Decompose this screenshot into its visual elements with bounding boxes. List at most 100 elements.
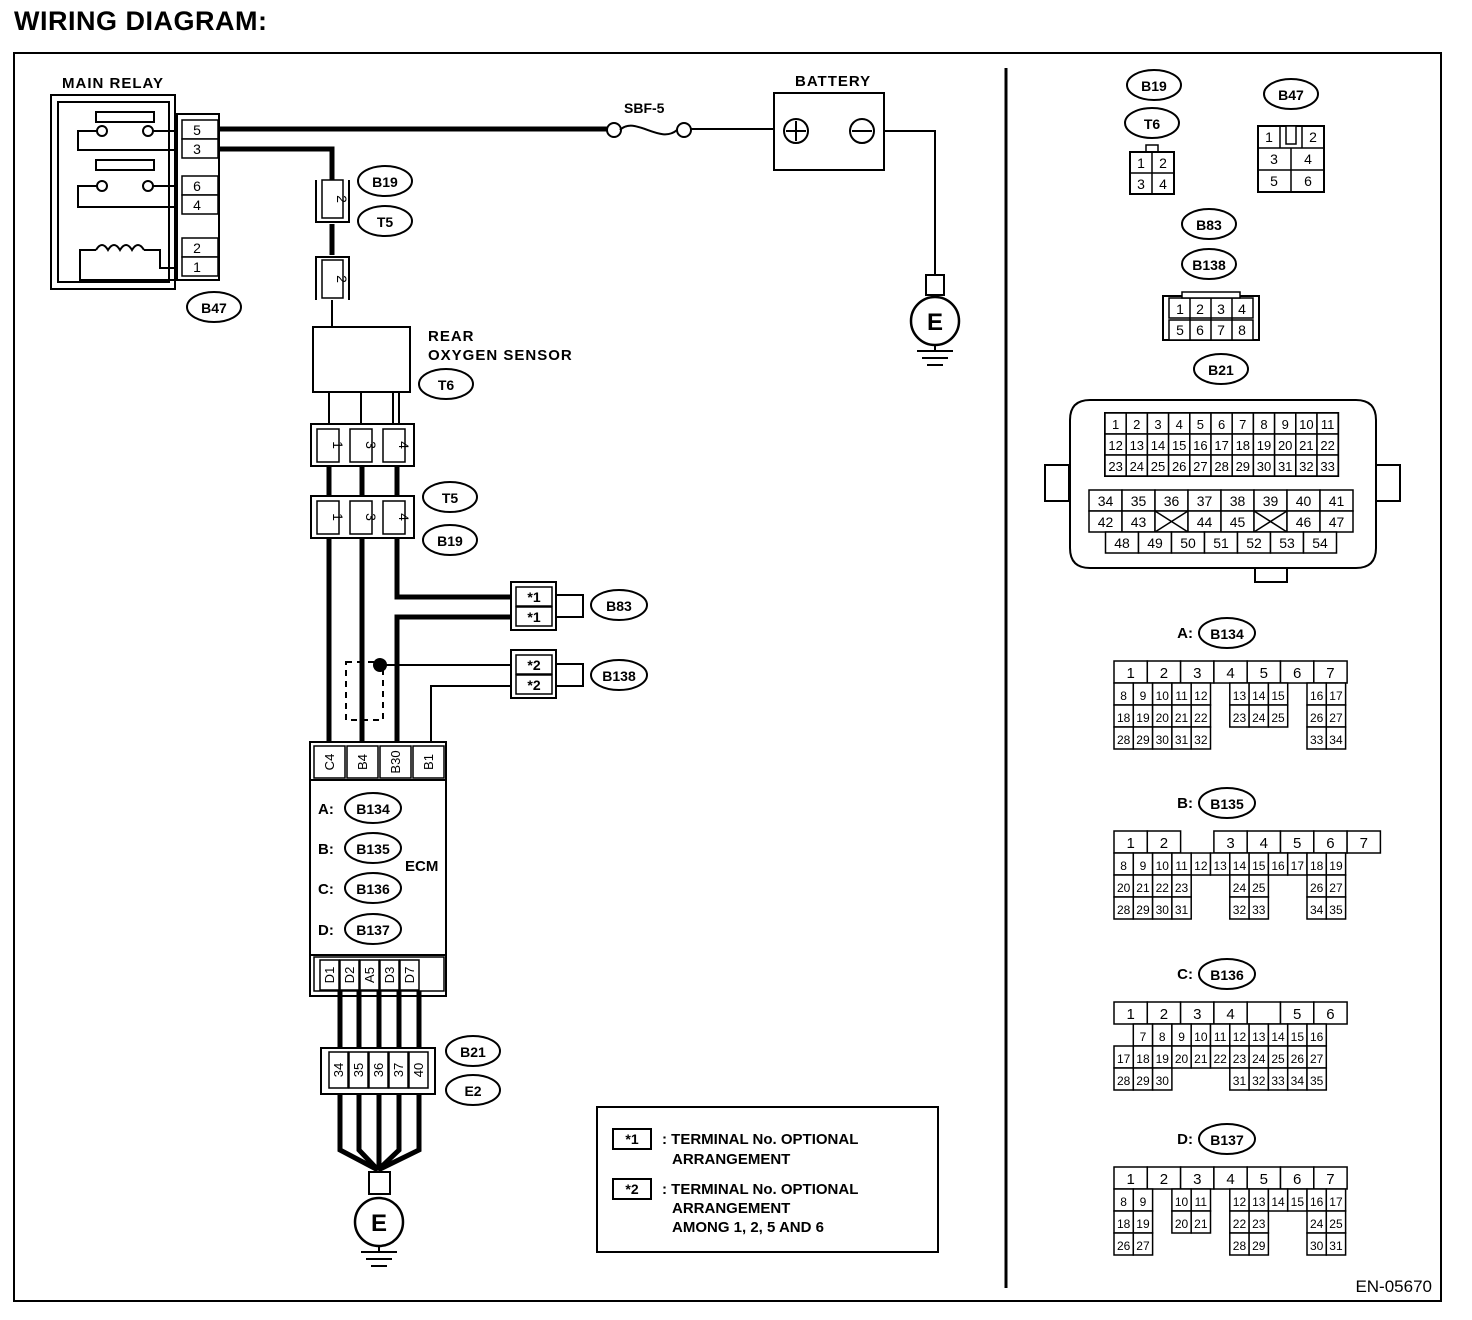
b21-pin: 12 xyxy=(1108,438,1122,453)
b137-cell xyxy=(1248,1232,1270,1256)
b21-pin: 35 xyxy=(1131,493,1147,509)
b135-pin: 30 xyxy=(1156,903,1170,917)
b136-pin: 27 xyxy=(1310,1052,1324,1066)
b135-pin: 5 xyxy=(1293,835,1301,852)
t5-b19-terminal: 3 xyxy=(363,513,379,521)
b137-pin: 18 xyxy=(1117,1217,1131,1231)
b21-pin: 21 xyxy=(1299,438,1313,453)
b21-pin: 27 xyxy=(1193,459,1207,474)
b134-pin: 9 xyxy=(1140,689,1147,703)
b135-pin: 23 xyxy=(1175,881,1189,895)
b21-pin: 9 xyxy=(1282,417,1289,432)
b134-pin: 11 xyxy=(1175,689,1188,703)
b137-pin: 8 xyxy=(1120,1195,1127,1209)
b21-pin: 26 xyxy=(1172,459,1186,474)
b21-terminal: 35 xyxy=(351,1063,366,1077)
ecm-pin: A5 xyxy=(362,967,377,983)
sensor-connector xyxy=(310,423,415,467)
b21-pin: 2 xyxy=(1133,417,1140,432)
b21-pin: 34 xyxy=(1098,493,1114,509)
legend-text: ARRANGEMENT xyxy=(672,1151,790,1168)
b83-tag xyxy=(1181,208,1237,240)
splice-point xyxy=(373,658,387,672)
b134-pin: 18 xyxy=(1117,711,1131,725)
b135-pin: 34 xyxy=(1310,903,1324,917)
b135-pin: 7 xyxy=(1360,835,1368,852)
b134-pin: 14 xyxy=(1252,689,1266,703)
relay-terminal: 2 xyxy=(193,240,201,256)
main-relay-terminal-block: 5 3 6 4 2 1 xyxy=(176,113,220,281)
b134-pin: 29 xyxy=(1136,733,1150,747)
ground-icon xyxy=(353,1171,405,1267)
b135-pin: 21 xyxy=(1136,881,1150,895)
b21-terminal: 37 xyxy=(391,1063,406,1077)
b21-pin: 53 xyxy=(1279,535,1295,551)
b83-terminal: *1 xyxy=(527,609,540,625)
b136-pin: 20 xyxy=(1175,1052,1189,1066)
b137-pin: 27 xyxy=(1136,1239,1150,1253)
b134-pin: 33 xyxy=(1310,733,1324,747)
ecm-pin: B4 xyxy=(355,754,370,770)
b136-pin: 33 xyxy=(1271,1074,1285,1088)
b47-tag xyxy=(1263,78,1319,110)
b137-pin: 11 xyxy=(1195,1195,1208,1209)
b21-pin: 17 xyxy=(1214,438,1228,453)
b83-tag xyxy=(590,589,648,621)
b21-pin: 7 xyxy=(1239,417,1246,432)
sensor-lead-blocks xyxy=(328,391,400,425)
b137-cell xyxy=(1190,1210,1212,1234)
b135-pin: 27 xyxy=(1329,881,1343,895)
b136-pin: 32 xyxy=(1252,1074,1266,1088)
t6-tag-label: T6 xyxy=(438,377,455,393)
b137-pin: 16 xyxy=(1310,1195,1324,1209)
t5-tag-label: T5 xyxy=(377,214,394,230)
b134-pin: 21 xyxy=(1175,711,1189,725)
e2-tag-label: E2 xyxy=(464,1083,481,1099)
b136-pin: 31 xyxy=(1233,1074,1247,1088)
b135-tag xyxy=(344,832,402,864)
sensor-terminal: 3 xyxy=(363,441,379,449)
b21-pin: 38 xyxy=(1230,493,1246,509)
b83-b138-pin: 2 xyxy=(1196,301,1204,317)
b136-pin: 30 xyxy=(1156,1074,1170,1088)
b136-pin: 21 xyxy=(1194,1052,1208,1066)
b135-pin: 26 xyxy=(1310,881,1324,895)
b19-t6-pin: 1 xyxy=(1137,155,1145,171)
t5-b19-terminal: 1 xyxy=(330,513,346,521)
b136-cell xyxy=(1151,1067,1173,1091)
page-title: WIRING DIAGRAM: xyxy=(14,6,268,36)
rear-oxygen-sensor xyxy=(312,326,411,393)
b136-pin: 17 xyxy=(1117,1052,1131,1066)
b137-pin: 10 xyxy=(1175,1195,1189,1209)
b137-pin: 13 xyxy=(1252,1195,1266,1209)
b137-pin: 19 xyxy=(1136,1217,1150,1231)
b135-pin: 25 xyxy=(1252,881,1266,895)
b134-pin: 20 xyxy=(1156,711,1170,725)
b21-pin: 22 xyxy=(1320,438,1334,453)
sensor-label-line1: REAR xyxy=(428,328,475,345)
b21-tag-label: B21 xyxy=(460,1044,486,1060)
b138-connector xyxy=(510,649,584,699)
b21-pin: 10 xyxy=(1299,417,1313,432)
document-id: EN-05670 xyxy=(1355,1277,1432,1296)
b134-pin: 4 xyxy=(1226,665,1234,682)
b134-pin: 7 xyxy=(1326,665,1334,682)
b21-pin: 3 xyxy=(1154,417,1161,432)
legend-key-1 xyxy=(612,1128,652,1150)
b21-pin: 25 xyxy=(1151,459,1165,474)
b21-cell xyxy=(1302,531,1338,554)
b137-tag-label: B137 xyxy=(356,922,390,938)
t6-tag-label: T6 xyxy=(1144,116,1161,132)
b136-pin: 18 xyxy=(1136,1052,1150,1066)
b136-pin: 26 xyxy=(1291,1052,1305,1066)
b134-prefix: A: xyxy=(1177,625,1193,642)
ecm-connector-prefix: C: xyxy=(318,881,334,898)
b136-pin: 34 xyxy=(1291,1074,1305,1088)
b134-cell xyxy=(1325,726,1347,750)
b135-tag xyxy=(1198,787,1256,819)
b21-pin: 47 xyxy=(1329,514,1345,530)
b21-pin: 4 xyxy=(1176,417,1183,432)
b21-pin: 1 xyxy=(1112,417,1119,432)
b136-pin: 2 xyxy=(1160,1006,1168,1023)
b83-b138-pin: 4 xyxy=(1238,301,1246,317)
